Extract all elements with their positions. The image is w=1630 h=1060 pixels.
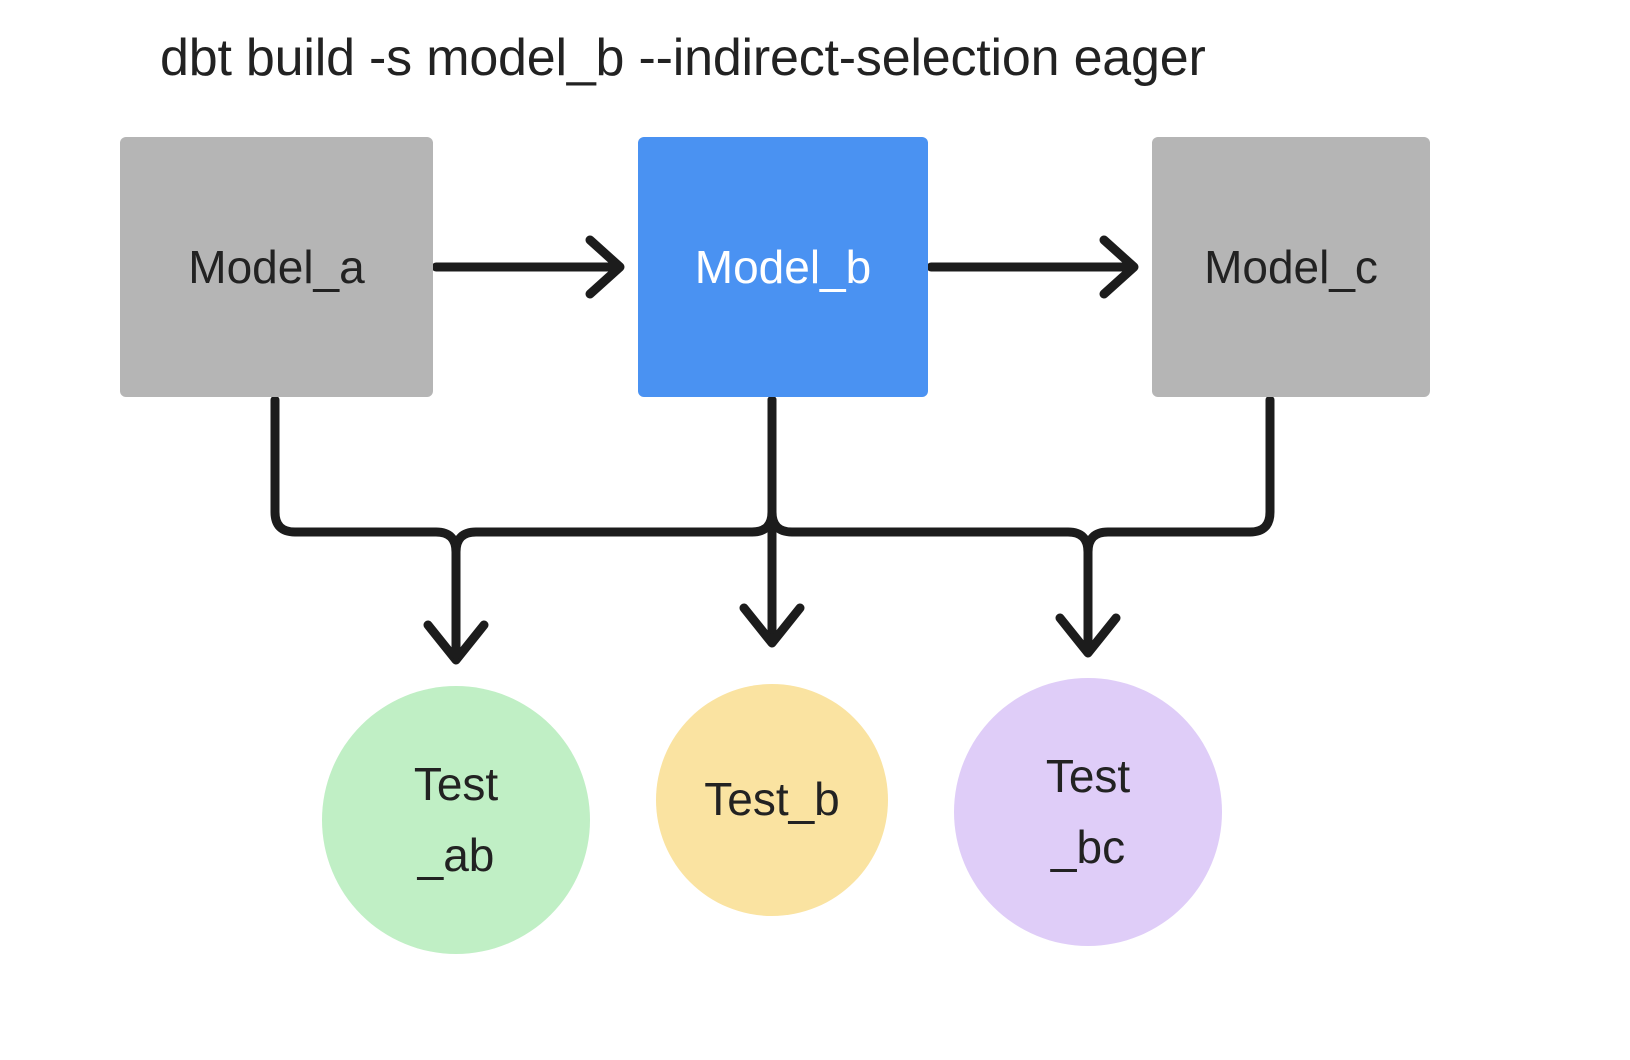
node-model-b[interactable]: Model_b	[638, 137, 928, 397]
edge-model-b-to-test-bc	[767, 507, 1121, 658]
node-model-b-label: Model_b	[694, 241, 872, 293]
page-title: dbt build -s model_b --indirect-selectio…	[160, 29, 1206, 87]
node-model-a-label: Model_a	[188, 241, 365, 293]
node-model-c[interactable]: Model_c	[1152, 137, 1430, 397]
node-test-bc-label-line1: Test	[1045, 749, 1131, 802]
node-test-ab-label-line1: Test	[413, 757, 499, 810]
node-test-bc[interactable]: Test _bc	[954, 678, 1222, 946]
edge-model-b-to-test-b	[739, 395, 805, 648]
edge-model-a-to-test-ab	[270, 395, 489, 665]
node-model-a[interactable]: Model_a	[120, 137, 433, 397]
node-test-ab[interactable]: Test _ab	[322, 686, 590, 954]
edge-model-b-to-test-ab	[451, 395, 777, 660]
edge-model-b-to-model-c	[926, 235, 1139, 299]
edge-model-a-to-model-b	[431, 235, 625, 299]
edge-model-c-to-test-bc	[1083, 395, 1275, 653]
node-test-b-label-line1: Test_b	[704, 773, 840, 826]
node-test-b[interactable]: Test_b	[656, 684, 888, 916]
node-test-bc-label-line2: _bc	[1050, 821, 1126, 873]
node-test-ab-label-line2: _ab	[417, 829, 495, 881]
node-model-c-label: Model_c	[1204, 241, 1378, 293]
